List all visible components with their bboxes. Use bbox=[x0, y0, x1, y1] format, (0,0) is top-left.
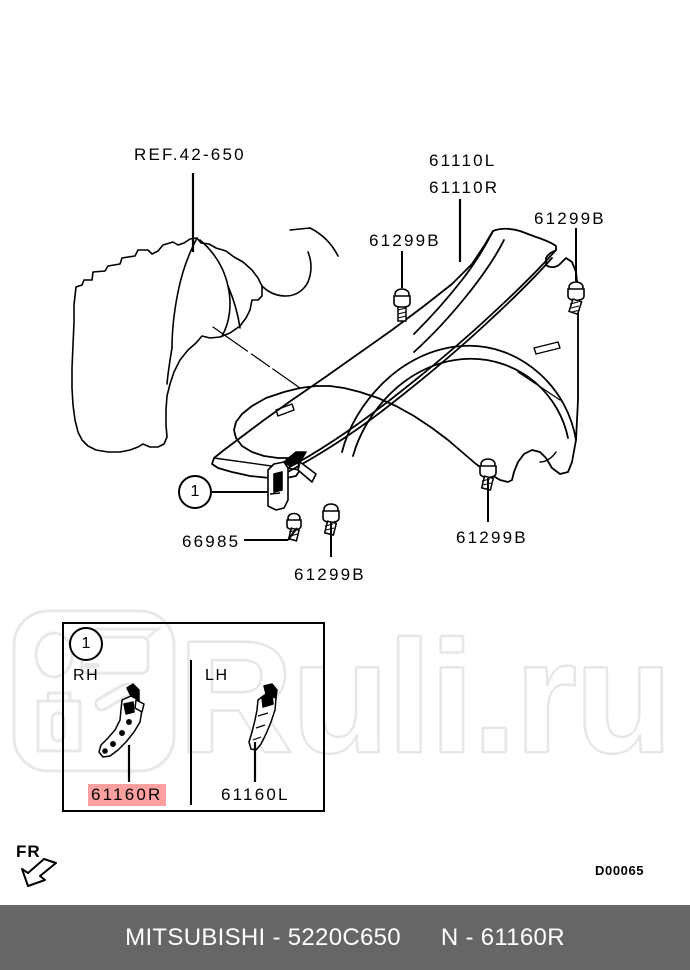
label-61160L: 61160L bbox=[221, 785, 290, 804]
footer-prefix: N bbox=[440, 923, 459, 951]
detail-callout-circle-1-label: 1 bbox=[81, 635, 91, 652]
label-bolt-top-right: 61299B bbox=[534, 209, 606, 228]
callout-circle-1-label: 1 bbox=[190, 483, 200, 500]
footer-brand: MITSUBISHI bbox=[125, 923, 266, 951]
bolt-top-right bbox=[567, 281, 585, 316]
label-ref-42-650: REF.42-650 bbox=[134, 145, 246, 164]
callout-circle-1: 1 bbox=[178, 475, 212, 509]
footer-bar: MITSUBISHI - 5220C650 N - 61160R bbox=[0, 905, 690, 970]
bracket-rh-shape bbox=[98, 683, 145, 758]
label-bolt-bottom-mid: 61299B bbox=[294, 565, 366, 584]
footer-separator-1: - bbox=[272, 923, 281, 951]
label-drawing-code: D00065 bbox=[595, 863, 645, 878]
fr-arrow-icon bbox=[21, 858, 57, 887]
label-lh: LH bbox=[205, 667, 229, 684]
label-fender-right: 61110R bbox=[429, 178, 500, 197]
bracket-lh-shape bbox=[248, 683, 278, 751]
label-66985: 66985 bbox=[182, 532, 241, 551]
bolt-top-left bbox=[393, 288, 411, 322]
footer-group-code: 5220C650 bbox=[287, 923, 401, 951]
label-fender-left: 61110L bbox=[429, 151, 497, 170]
label-bolt-bottom-right: 61299B bbox=[456, 528, 528, 547]
label-fr: FR bbox=[16, 842, 41, 861]
detail-box bbox=[62, 622, 325, 812]
clip-66985-part bbox=[286, 512, 302, 542]
footer-part-number: 61160R bbox=[480, 923, 565, 951]
label-rh: RH bbox=[73, 667, 100, 684]
leader-66985-d bbox=[287, 527, 298, 541]
label-61160R: 61160R bbox=[88, 784, 166, 806]
footer-separator-2: - bbox=[465, 923, 474, 951]
label-bolt-top-left: 61299B bbox=[369, 231, 441, 250]
footer-text: MITSUBISHI - 5220C650 N - 61160R bbox=[125, 924, 565, 952]
detail-callout-circle-1: 1 bbox=[69, 627, 103, 661]
